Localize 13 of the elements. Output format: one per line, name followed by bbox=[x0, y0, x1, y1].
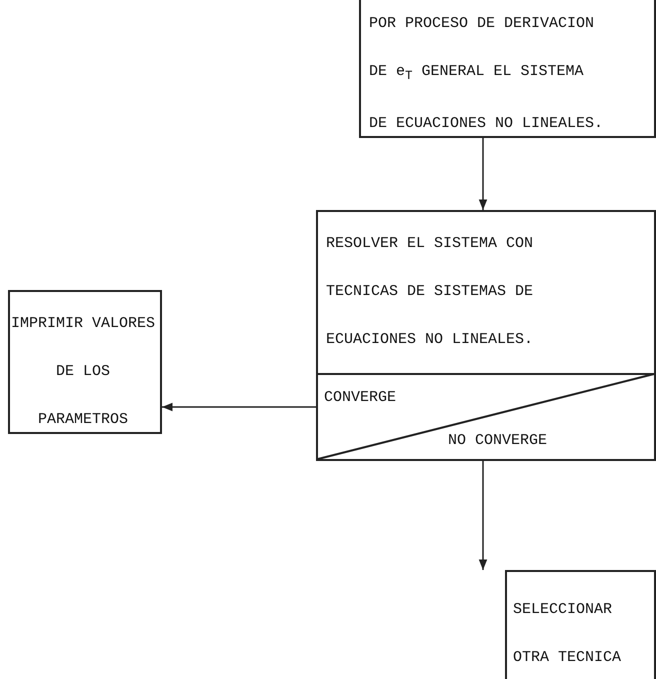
arrow bbox=[478, 138, 488, 210]
branch-label: NO CONVERGE bbox=[448, 431, 548, 451]
branch-label: CONVERGE bbox=[324, 388, 396, 408]
process-box bbox=[505, 570, 656, 679]
arrow bbox=[478, 461, 488, 570]
decision-box bbox=[316, 210, 656, 461]
node-text: RESOLVER EL SISTEMA CON TECNICAS DE SISTEMAS DE ECUACIONES NO LINEALES. bbox=[326, 234, 534, 350]
process-box bbox=[8, 290, 162, 434]
process-box bbox=[359, 0, 656, 138]
arrow bbox=[162, 402, 316, 412]
node-text: POR PROCESO DE DERIVACION DE e$_{T}$ GENERAL EL SISTEMA DE ECUACIONES NO LINEALES. bbox=[369, 14, 604, 134]
node-text: IMPRIMIR VALORES DE LOS PARAMETROS bbox=[10, 314, 156, 430]
node-text: SELECCIONAR OTRA TECNICA bbox=[513, 600, 622, 668]
